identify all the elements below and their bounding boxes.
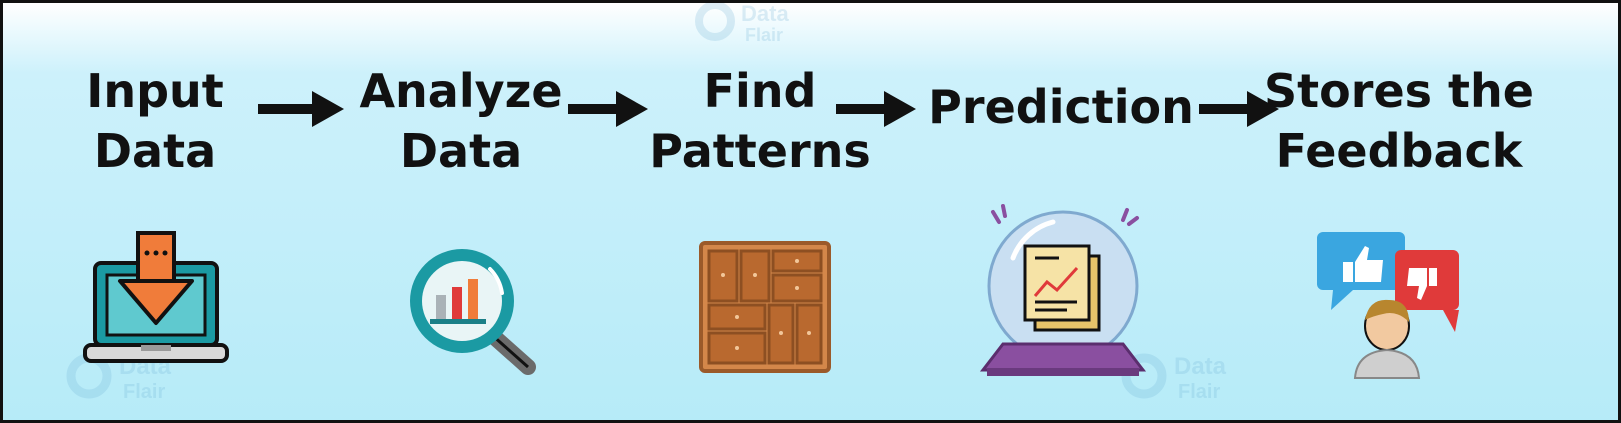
watermark-line1: Data bbox=[741, 1, 789, 26]
magnifier-chart-icon bbox=[410, 249, 536, 375]
arrow-right-icon bbox=[568, 91, 648, 127]
step-label-analyze-data: Analyze Data bbox=[359, 61, 562, 181]
step-label-line: Data bbox=[399, 124, 523, 178]
step-label-line: Analyze bbox=[359, 64, 563, 118]
step-label-line: Prediction bbox=[928, 80, 1194, 134]
arrow-right-icon bbox=[836, 91, 916, 127]
arrow-right-icon bbox=[258, 91, 344, 127]
watermark-line1: Data bbox=[1174, 353, 1227, 380]
crystal-ball-icon bbox=[979, 204, 1147, 376]
laptop-download-icon bbox=[83, 231, 229, 363]
step-label-line: Feedback bbox=[1275, 124, 1523, 178]
step-label-stores-feedback: Stores the Feedback bbox=[1264, 61, 1534, 181]
step-label-prediction: Prediction bbox=[928, 77, 1194, 137]
watermark-line2: Flair bbox=[745, 25, 783, 45]
step-label-line: Input bbox=[86, 64, 224, 118]
arrow-right-icon bbox=[1199, 91, 1279, 127]
step-label-find-patterns: Find Patterns bbox=[649, 61, 871, 181]
pattern-grid-icon bbox=[699, 241, 831, 373]
watermark-line2: Flair bbox=[1178, 381, 1220, 403]
step-label-line: Find bbox=[703, 64, 817, 118]
step-label-line: Patterns bbox=[649, 124, 871, 178]
step-label-line: Data bbox=[93, 124, 217, 178]
watermark-line2: Flair bbox=[123, 381, 165, 403]
step-label-input-data: Input Data bbox=[86, 61, 224, 181]
watermark-logo-top: Data Flair bbox=[695, 1, 789, 45]
step-label-line: Stores the bbox=[1264, 64, 1534, 118]
feedback-thumbs-icon bbox=[1317, 232, 1459, 379]
